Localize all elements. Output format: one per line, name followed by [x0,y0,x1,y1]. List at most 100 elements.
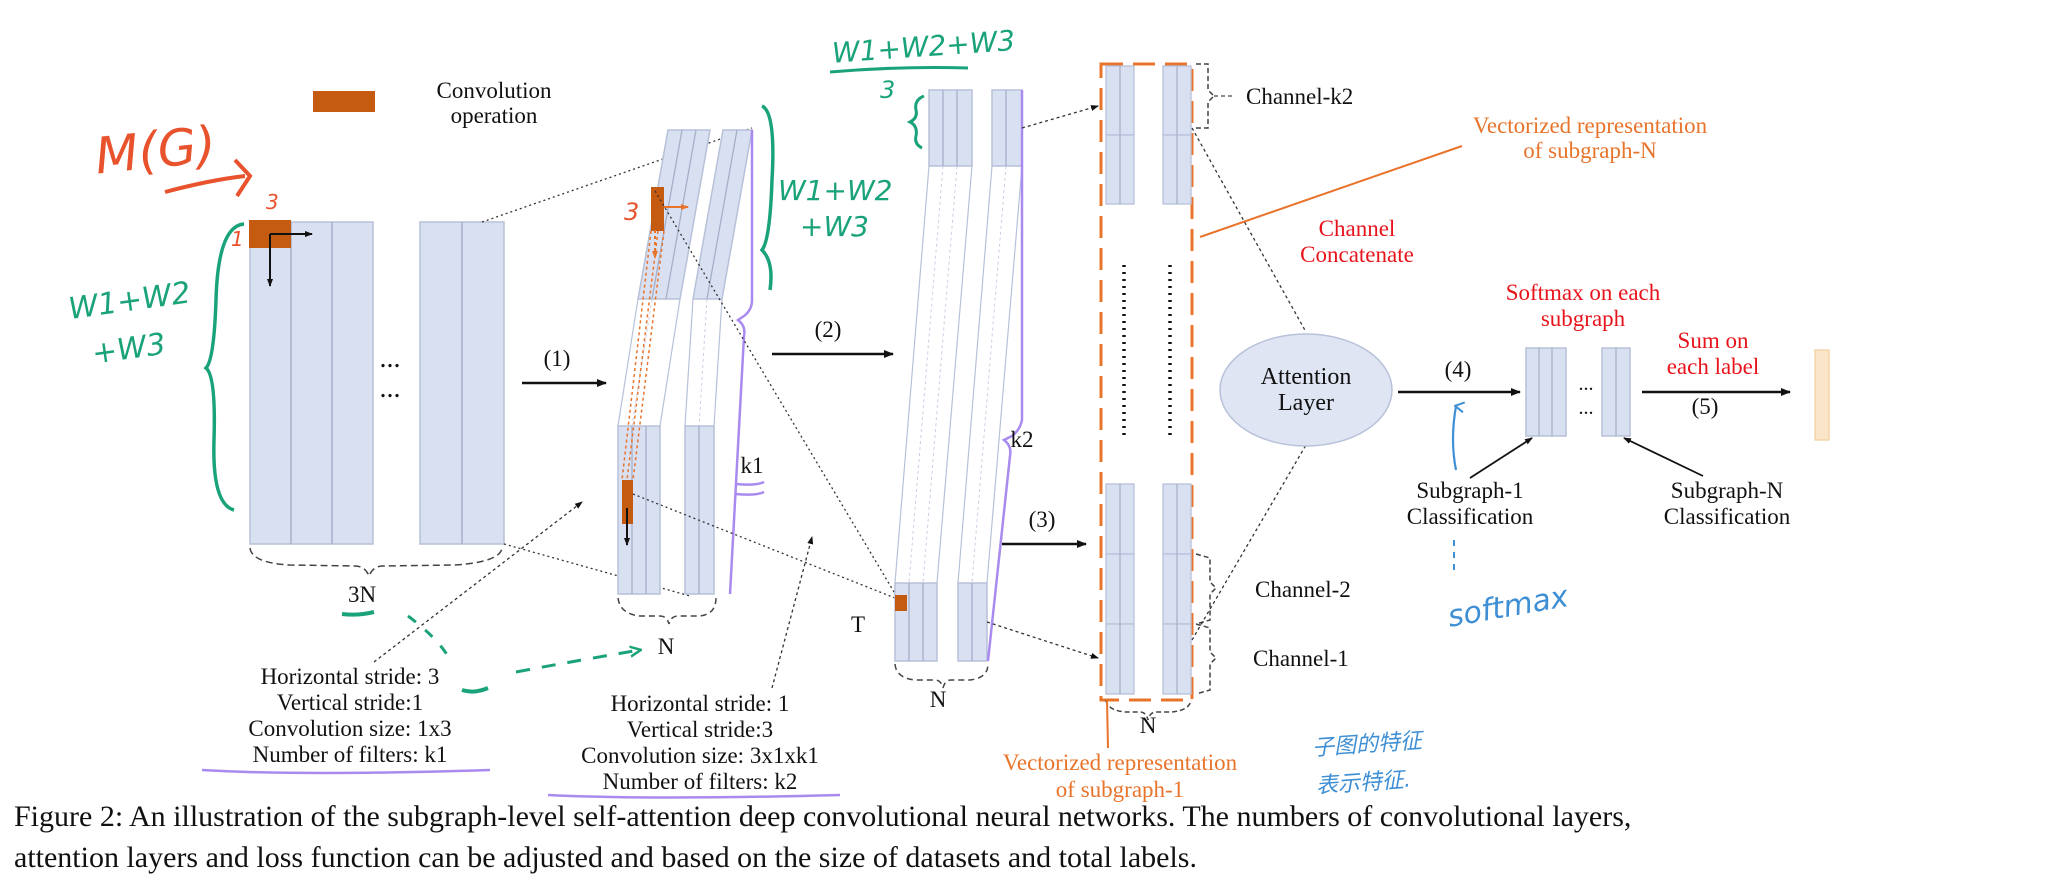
handwritten-w-left-2: +W3 [90,327,168,372]
ellipsis-dots: ... [1579,397,1594,419]
handwritten-3: 3 [624,198,639,226]
label-n-1: N [658,634,675,659]
feature-map-2: k2 T N [851,89,1034,712]
fmap1-divider [706,129,738,300]
projection-line [1021,105,1099,129]
softmax-line1: Softmax on each [1506,280,1661,305]
fmap1-connector [617,298,639,427]
handwritten-w-mid-1: W1+W2 [778,174,892,207]
brace-n-2 [894,663,989,689]
pointer-subgraph-n [1623,437,1704,477]
attention-ellipse [1219,333,1393,447]
figure-caption: Figure 2: An illustration of the subgrap… [14,796,2044,878]
handwritten-arrow-mg-head [233,158,253,198]
projection-line [1191,127,1307,333]
handwritten-softmax: softmax [1445,579,1571,635]
fmap2-connector [922,165,958,584]
ellipsis-dots: ... [1579,373,1594,395]
underline-filters-k1 [201,768,491,775]
handwritten-dash-arrow [407,614,452,661]
projection-line [986,621,1099,659]
handwritten-3: 3 [266,190,279,214]
conv-window-fmap2 [895,595,907,611]
projection-line [1191,444,1307,641]
leader-line [373,501,583,663]
fmap1-connector [684,298,694,427]
convolution-swatch [313,91,375,112]
handwritten-1: 1 [231,227,244,251]
fmap2-bottom-left [894,582,938,662]
conv1-param: Horizontal stride: 3 [261,664,440,689]
conv2-param: Number of filters: k2 [603,769,798,794]
conv-window-fmap1-top [651,187,664,231]
input-block-1 [249,221,374,545]
handwritten-dash-arrow [515,650,640,674]
subgraph-classifiers: ... ... Subgraph-1 Classification Subgra… [1407,347,1791,529]
label-3n: 3N [348,582,377,607]
fmap1-divider [651,129,683,300]
handwritten-cn-line1: 子图的特征 [1311,728,1425,761]
handwritten-3: 3 [880,76,895,104]
leader-line [771,536,814,689]
conv1-param: Vertical stride:1 [277,690,423,715]
fmap2-connector [971,165,1007,584]
legend-label-line2: operation [451,103,538,128]
fmap2-top-right [991,89,1023,167]
label-step-2: (2) [815,317,842,342]
handwritten-arrow-mg [164,174,246,194]
bracket-k2 [986,90,1024,662]
subgraph-n-label-line1: Subgraph-N [1671,478,1784,503]
conv2-parameters: Horizontal stride: 1 Vertical stride:3 C… [547,691,841,799]
label-channel-k2: Channel-k2 [1246,84,1353,109]
label-step-4: (4) [1445,357,1472,382]
conv2-param: Convolution size: 3x1xk1 [581,743,819,768]
label-step-5: (5) [1692,394,1719,419]
attention-label-line1: Attention [1261,364,1352,390]
label-channel-2: Channel-2 [1255,577,1351,602]
conv1-param: Number of filters: k1 [253,742,448,767]
output-vector [1814,349,1830,441]
sum-line2: each label [1667,354,1760,379]
label-n-3: N [1140,713,1157,738]
label-step-1: (1) [544,346,571,371]
conv2-param: Horizontal stride: 1 [611,691,790,716]
label-channel-1: Channel-1 [1253,646,1349,671]
brace-n-1 [617,597,717,625]
legend-label-line1: Convolution [436,78,552,103]
brace-3n [249,547,503,579]
fmap2-connector [936,165,973,584]
vectorized-labels: Vectorized representation of subgraph-N … [1003,113,1708,802]
bracket-channel-2 [1195,553,1218,625]
concat-line2: Concatenate [1300,242,1414,267]
handwritten-brace-top [906,94,925,150]
caption-line-2: attention layers and loss function can b… [14,841,1197,874]
conv1-parameters: Horizontal stride: 3 Vertical stride:1 C… [201,664,491,775]
handwritten-w-top: W1+W2+W3 [831,24,1016,70]
vectorized-bottom-pointer [1106,699,1109,749]
ellipsis-dots: ... [380,373,401,404]
conv-window-fmap1-bottom [622,480,633,524]
legend: Convolution operation [313,78,552,128]
vectorized-bottom-line1: Vectorized representation [1003,750,1238,775]
feature-map-1: k1 N [617,129,764,659]
handwritten-mg: M(G) [92,115,218,185]
fmap1-connector [713,298,723,427]
ellipsis-dots: ... [380,343,401,374]
fmap1-connector [659,298,681,427]
vectorized-top-pointer [1199,145,1463,238]
subgraph-1-label-line2: Classification [1407,504,1534,529]
fmap2-connector [957,165,993,584]
vectorized-bottom-line2: of subgraph-1 [1056,777,1184,802]
label-n-2: N [930,687,947,712]
label-k1: k1 [741,453,764,478]
handwritten-dash-3n [341,610,375,617]
subgraph-1-label-line1: Subgraph-1 [1416,478,1523,503]
attention-label-line2: Layer [1278,390,1334,416]
bracket-k1 [728,130,754,595]
concat-line1: Channel [1319,216,1396,241]
handwritten-w-mid-2: +W3 [800,210,869,243]
caption-line-1: Figure 2: An illustration of the subgrap… [14,800,1632,833]
pointer-subgraph-1 [1469,437,1533,479]
handwritten-underline-top [829,66,969,74]
